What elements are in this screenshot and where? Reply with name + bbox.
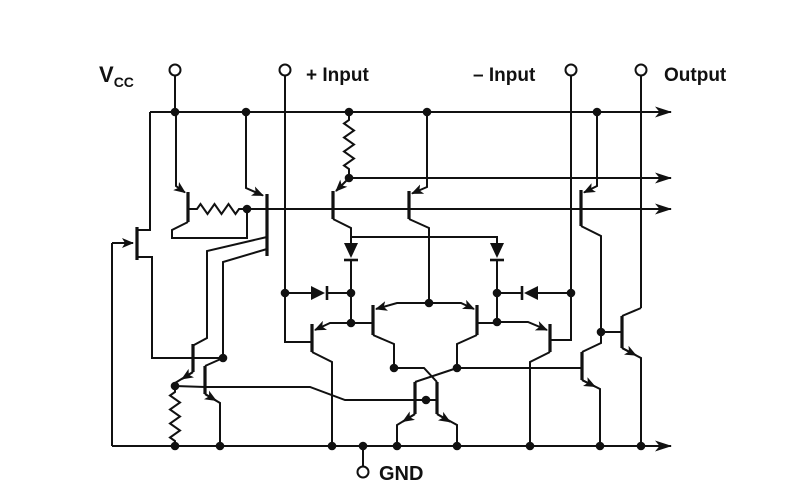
- transistor-q1-mirror-pnp: [171, 112, 248, 239]
- minus-input-terminal: [551, 63, 578, 341]
- minus-input-label: – Input: [473, 65, 536, 86]
- gnd-label: GND: [379, 463, 423, 485]
- junction-dots: [170, 107, 646, 451]
- resistor-r1: [188, 202, 247, 216]
- ground-rail: [111, 243, 672, 452]
- diode-d3-vertical-right: [490, 243, 504, 322]
- transistor-mirror-npn-right: [394, 367, 458, 446]
- plus-input-label: + Input: [306, 65, 369, 86]
- transistor-output-npn: [601, 307, 642, 446]
- vcc-label: VCC: [99, 62, 134, 90]
- output-label: Output: [664, 65, 727, 86]
- transistor-input-pnp-right: [429, 299, 497, 368]
- gnd-terminal-circle: [356, 465, 370, 479]
- gnd-terminal: [356, 446, 370, 479]
- transistor-source-pnp-left: [331, 177, 498, 243]
- transistor-bias-npn-b: [203, 357, 224, 446]
- minus-input-terminal-circle: [564, 63, 578, 77]
- transistor-mirror-npn-left: [396, 367, 458, 446]
- transistor-source-pnp-output: [579, 112, 602, 332]
- resistor-r2: [342, 112, 356, 178]
- diode-d4-horizontal-right: [497, 286, 571, 300]
- vcc-terminal-circle: [168, 63, 182, 77]
- output-terminal-circle: [634, 63, 648, 77]
- transistor-source-pnp-right: [407, 112, 430, 303]
- vcc-rail: [137, 106, 672, 231]
- bias-jfet: [112, 227, 223, 359]
- output-terminal: [634, 63, 648, 308]
- transistor-driver-npn: [580, 332, 602, 446]
- transistor-q2-dual-collector-pnp: [193, 112, 269, 358]
- transistor-input-follower-pnp-minus: [497, 321, 552, 446]
- vcc-terminal: [168, 63, 182, 112]
- diode-d2-horizontal-left: [285, 286, 351, 300]
- transistor-input-follower-pnp-plus: [310, 320, 351, 446]
- resistor-r3: [168, 386, 182, 446]
- plus-input-terminal-circle: [278, 63, 292, 77]
- transistor-input-pnp-left: [351, 301, 429, 368]
- transistor-bias-npn-a: [174, 344, 195, 386]
- plus-input-terminal: [278, 63, 311, 343]
- diode-d1-vertical-left: [344, 243, 358, 323]
- bias-tie-wire: [174, 385, 437, 401]
